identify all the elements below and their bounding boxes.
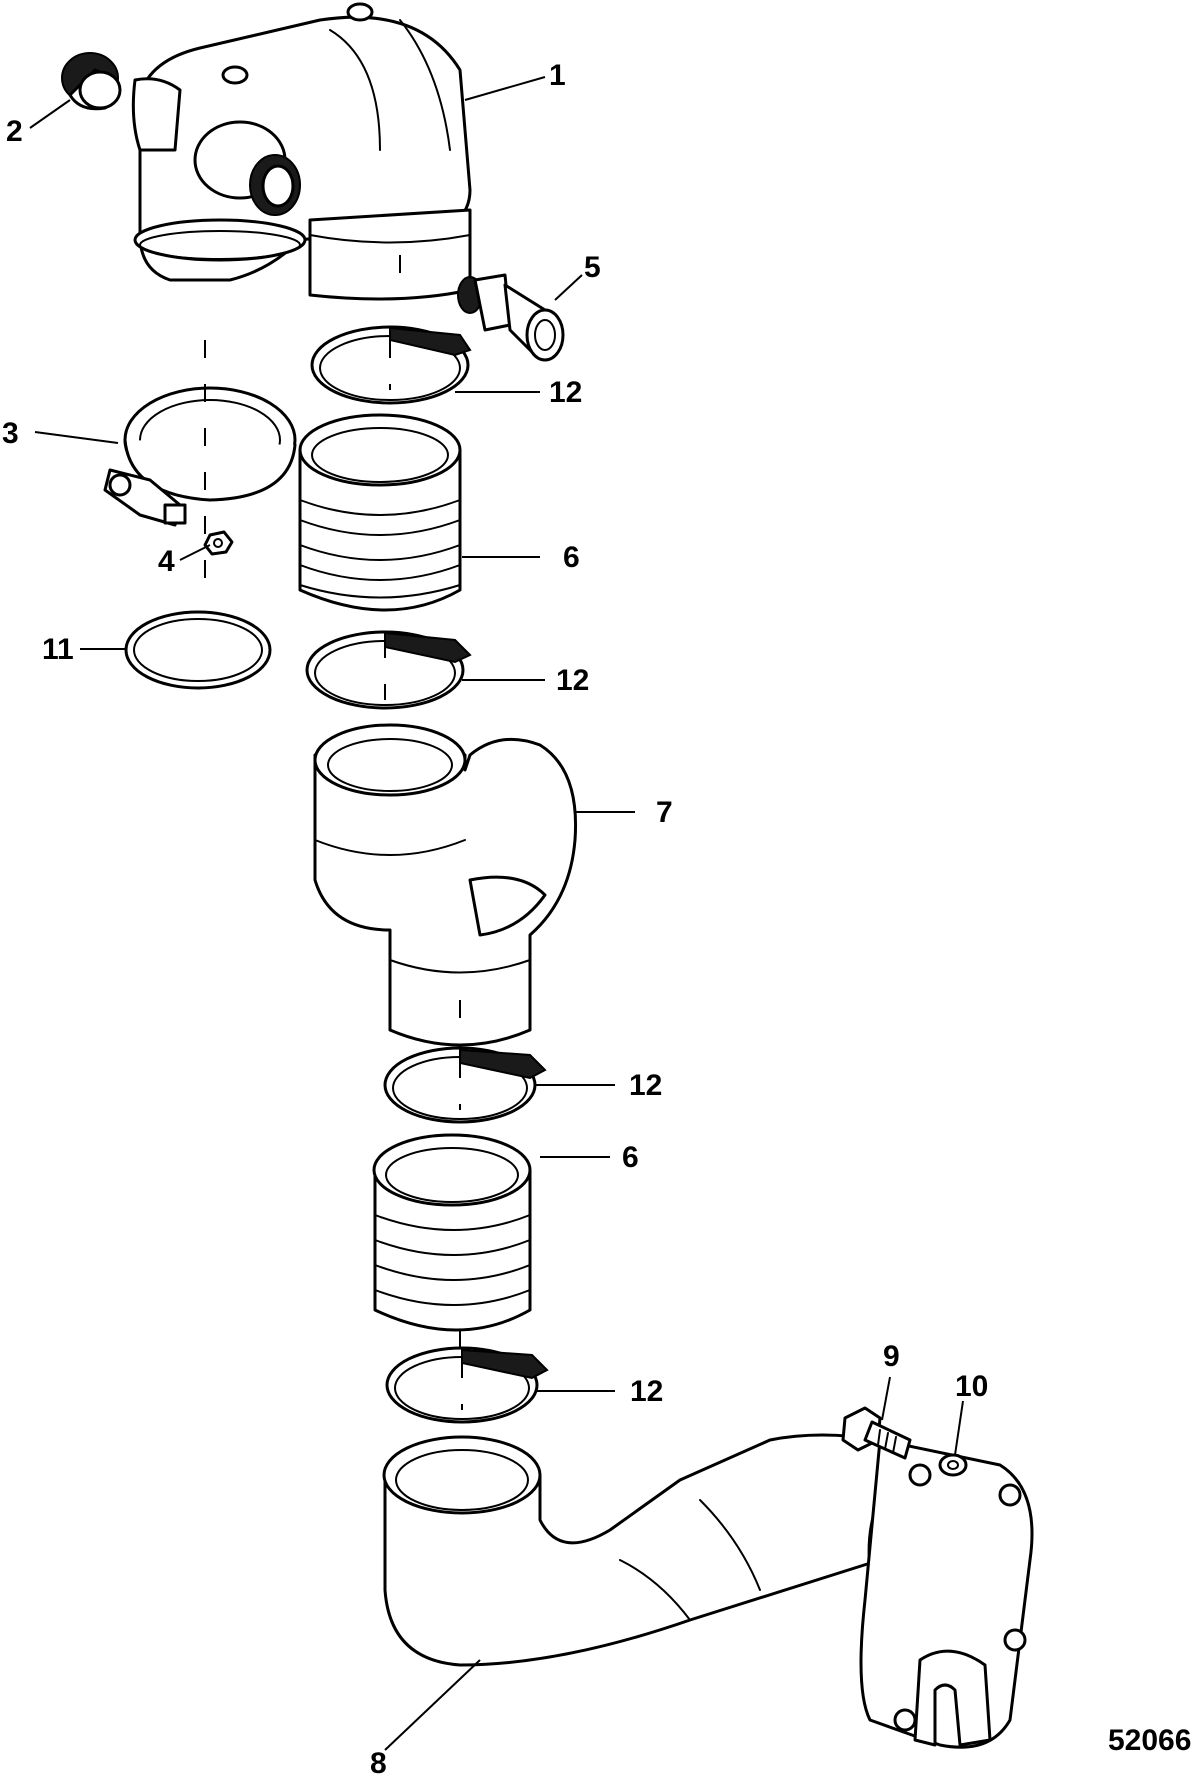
part-3-v-band-clamp [103,386,297,527]
callout-7: 7 [656,796,673,829]
part-9-bolt [841,1406,912,1460]
part-10-lock-washer [938,1453,968,1477]
callout-3: 3 [2,417,19,450]
callout-11: 11 [42,633,74,666]
callout-12-top: 12 [549,376,582,409]
figure-id: 52066 [1108,1724,1191,1757]
callout-6-bottom: 6 [622,1141,639,1174]
part-7-exhaust-elbow [313,723,578,1047]
part-2-pipe-plug [61,52,122,111]
callout-12-second: 12 [556,664,589,697]
callout-labels: 1 2 3 4 5 12 6 11 12 7 12 6 12 9 10 8 [2,59,988,1779]
callout-8: 8 [370,1747,387,1779]
callout-12-third: 12 [629,1069,662,1102]
leader-lines [29,76,964,1751]
part-12-hose-clamp-bottom [385,1346,549,1424]
part-12-hose-clamp-third [383,1046,547,1124]
part-12-hose-clamp-second [305,630,472,710]
callout-6-top: 6 [563,541,580,574]
part-1-exhaust-elbow [131,2,472,301]
part-8-exhaust-pipe [382,1433,1034,1749]
callout-1: 1 [549,59,566,92]
callout-4: 4 [158,545,175,578]
part-6-bellows-top [298,413,462,612]
part-4-nut [203,530,234,556]
part-12-hose-clamp-top [310,325,472,405]
callout-10: 10 [955,1370,988,1403]
callout-5: 5 [584,251,601,284]
callout-2: 2 [6,115,23,148]
callout-9: 9 [883,1340,900,1373]
part-5-hose-fitting [457,273,565,362]
part-6-bellows-bottom [372,1133,532,1332]
part-11-o-ring [124,610,272,690]
callout-12-bottom: 12 [630,1375,663,1408]
